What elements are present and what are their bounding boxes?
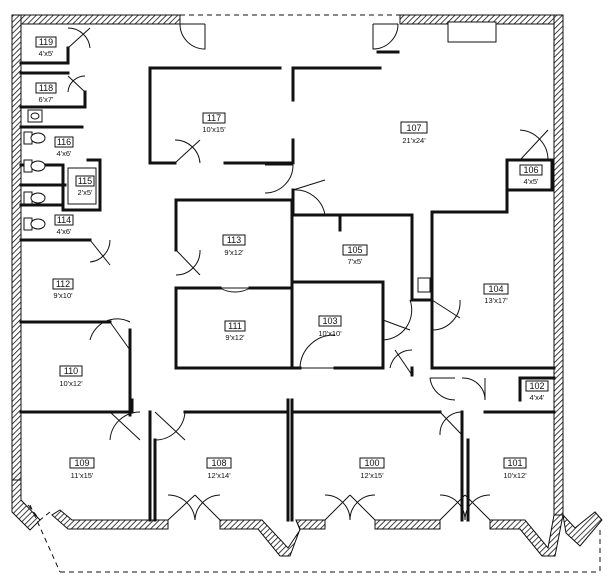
room-number: 113 — [227, 235, 241, 245]
room-118-label: 118 6'x7' — [35, 82, 57, 104]
room-number: 103 — [322, 316, 337, 326]
room-dimensions: 4'x4' — [530, 393, 546, 402]
room-dimensions: 21'x24' — [402, 136, 426, 145]
room-dimensions: 10'x10' — [318, 329, 342, 338]
room-105-label: 105 7'x5' — [342, 244, 368, 266]
room-107-label: 107 21'x24' — [400, 121, 428, 145]
room-112-label: 112 9'x10' — [52, 278, 74, 300]
counter-icon — [447, 21, 497, 43]
room-dimensions: 11'x15' — [71, 471, 94, 480]
exterior-walls — [11, 14, 603, 557]
room-114-label: 114 4'x6' — [54, 214, 74, 236]
room-108-label: 108 12'x14' — [206, 457, 232, 480]
room-dimensions: 9'x12' — [224, 248, 244, 257]
room-dimensions: 2'x5' — [78, 188, 94, 197]
room-dimensions: 10'x15' — [202, 125, 226, 134]
room-113-label: 113 9'x12' — [222, 234, 246, 257]
room-dimensions: 10'x12' — [503, 471, 527, 480]
room-dimensions: 6'x7' — [39, 95, 55, 104]
room-115-label: 115 2'x5' — [75, 175, 95, 197]
room-number: 111 — [228, 321, 242, 331]
utility-sink-icon — [417, 277, 431, 293]
room-100-label: 100 12'x15' — [359, 457, 385, 480]
room-101-label: 101 10'x12' — [503, 457, 527, 480]
room-number: 117 — [207, 113, 221, 123]
dashed-outline — [27, 14, 601, 573]
interior-walls — [19, 46, 556, 522]
room-106-label: 106 4'x5' — [519, 164, 543, 186]
room-dimensions: 9'x12' — [225, 333, 245, 342]
room-number: 112 — [56, 279, 70, 289]
room-dimensions: 4'x5' — [39, 49, 55, 58]
room-number: 109 — [74, 458, 89, 468]
room-number: 100 — [364, 458, 379, 468]
room-103-label: 103 10'x10' — [318, 315, 342, 338]
room-dimensions: 4'x5' — [524, 177, 540, 186]
room-number: 107 — [406, 123, 421, 133]
room-number: 110 — [64, 366, 78, 376]
room-number: 115 — [78, 176, 92, 186]
fixtures — [23, 21, 497, 293]
room-dimensions: 13'x17' — [484, 296, 508, 305]
room-number: 104 — [488, 284, 503, 294]
room-dimensions: 4'x6' — [57, 149, 73, 158]
room-dimensions: 12'x15' — [360, 471, 384, 480]
room-109-label: 109 11'x15' — [69, 457, 95, 480]
room-dimensions: 4'x6' — [57, 227, 73, 236]
room-number: 102 — [529, 381, 544, 391]
room-number: 118 — [39, 83, 53, 93]
room-104-label: 104 13'x17' — [483, 283, 509, 305]
room-labels: 119 4'x5' 118 6'x7' 117 10'x15' 107 21'x… — [35, 36, 549, 480]
room-number: 116 — [57, 137, 71, 147]
room-111-label: 111 9'x12' — [224, 320, 246, 342]
room-dimensions: 12'x14' — [207, 471, 231, 480]
room-117-label: 117 10'x15' — [202, 112, 226, 134]
room-dimensions: 9'x10' — [53, 291, 73, 300]
room-number: 114 — [57, 215, 71, 225]
room-110-label: 110 10'x12' — [59, 365, 83, 388]
room-number: 105 — [347, 245, 362, 255]
room-102-label: 102 4'x4' — [525, 380, 549, 402]
room-number: 108 — [211, 458, 226, 468]
doors — [67, 23, 549, 521]
room-number: 119 — [39, 37, 53, 47]
room-119-label: 119 4'x5' — [35, 36, 57, 58]
room-number: 101 — [507, 458, 522, 468]
room-dimensions: 7'x5' — [348, 257, 364, 266]
room-number: 106 — [523, 165, 538, 175]
room-dimensions: 10'x12' — [59, 379, 83, 388]
room-116-label: 116 4'x6' — [54, 136, 74, 158]
